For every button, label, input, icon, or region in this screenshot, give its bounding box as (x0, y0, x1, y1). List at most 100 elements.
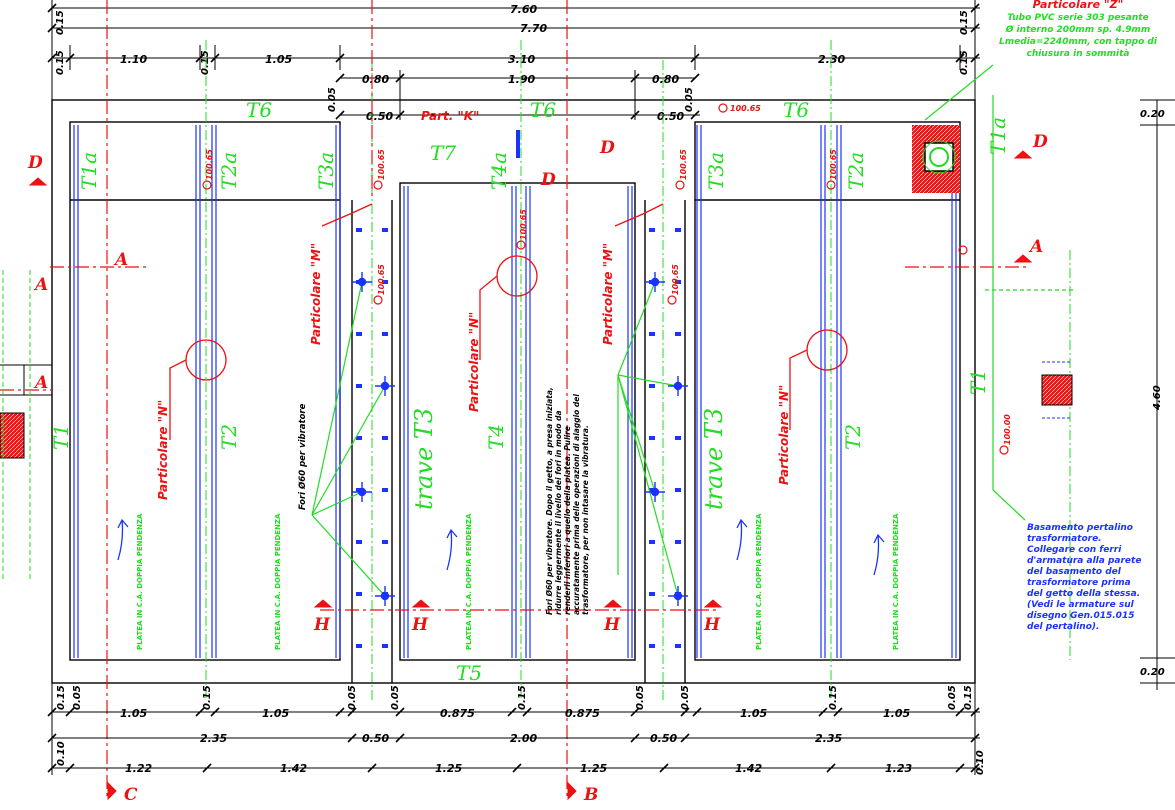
section-d-right: D (1032, 132, 1048, 152)
dim-overall-7-60: 7.60 (510, 3, 537, 16)
dim-top-2-30: 2.30 (818, 53, 845, 66)
level-3: 100.65 (519, 209, 528, 240)
bottom-dimension-lines (51, 683, 980, 775)
dim-bottom-0-50-b: 0.50 (650, 732, 677, 745)
beam-label-t2-left: T2 (217, 424, 241, 450)
beam-label-trave-t3-left: trave T3 (410, 408, 438, 510)
section-b-bottom: B (583, 785, 598, 805)
basamento-line-2: trasformatore. (1027, 534, 1102, 544)
section-h-3: H (603, 615, 621, 635)
section-markers (28, 150, 1033, 801)
dim-bottom-0-05-f: 0.05 (947, 685, 958, 710)
platea-note-2: PLATEA IN C.A. DOPPIA PENDENZA (274, 513, 282, 650)
dim-inner-0-80-right: 0.80 (652, 73, 679, 86)
dim-bottom-0-875-a: 0.875 (440, 707, 475, 720)
section-h-2: H (411, 615, 429, 635)
level-4: 100.65 (679, 149, 688, 180)
dim-bottom-0-10-a: 0.10 (56, 741, 67, 766)
section-a-left-mid: A (33, 275, 48, 295)
detail-label-m-right: Particolare "M" (601, 243, 615, 345)
dim-bottom-0-05-a: 0.05 (72, 685, 83, 710)
section-d-center: D (540, 170, 556, 190)
detail-label-k: Part. "K" (421, 109, 479, 123)
beam-label-t2-right: T2 (841, 424, 865, 450)
basamento-line-9: disegno Gen.015.015 (1027, 611, 1134, 621)
slope-arrows (117, 518, 885, 576)
dim-bottom-0-05-c: 0.05 (390, 685, 401, 710)
basamento-line-8: (Vedi le armature sul (1027, 600, 1135, 610)
section-lines (0, 0, 1030, 800)
basamento-line-4: d'armatura alla parete (1027, 556, 1141, 566)
slab-outline (51, 99, 976, 684)
dim-bottom-0-15-b: 0.15 (202, 685, 213, 710)
vibrator-crosshairs (352, 272, 688, 606)
beam-label-t2a-right: T2a (844, 152, 868, 190)
note-holes-center-wrap: Fori Ø60 per vibratore. Dopo il getto, a… (545, 387, 590, 615)
beam-label-t1-right: T1 (966, 369, 990, 395)
dim-bottom-0-15-d: 0.15 (828, 685, 839, 710)
detail-label-n-right: Particolare "N" (777, 385, 791, 485)
dim-bottom-1-42-b: 1.42 (735, 762, 762, 775)
beam-label-t4: T4 (484, 424, 508, 450)
detail-label-m-left: Particolare "M" (309, 243, 323, 345)
beam-label-t2a-left: T2a (217, 152, 241, 190)
beam-label-t4a: T4a (487, 152, 511, 190)
beam-label-t7: T7 (430, 141, 456, 165)
dim-bottom-0-15-c: 0.15 (517, 685, 528, 710)
dim-right-4-60: 4.60 (1152, 385, 1163, 411)
dim-bottom-1-42-a: 1.42 (280, 762, 307, 775)
dim-inner-1-90: 1.90 (508, 73, 535, 86)
dim-bottom-0-875-b: 0.875 (565, 707, 600, 720)
dim-bottom-2-35-b: 2.35 (815, 732, 842, 745)
level-markers (202, 103, 1009, 455)
top-dimension-ticks (47, 3, 980, 120)
section-h-1: H (313, 615, 331, 635)
dim-left-0-15-b: 0.15 (55, 10, 66, 35)
dim-bottom-1-23: 1.23 (885, 762, 912, 775)
right-dimension-line (1140, 99, 1175, 690)
beam-label-t1-left: T1 (49, 424, 73, 450)
dim-bottom-0-05-b: 0.05 (347, 685, 358, 710)
platea-note-4: PLATEA IN C.A. DOPPIA PENDENZA (755, 513, 763, 650)
beam-label-t1a-right: T1a (986, 117, 1010, 155)
basamento-line-1: Basamento pertalino (1027, 523, 1133, 533)
transformer-pad (1041, 361, 1073, 419)
beam-label-t3a-left: T3a (314, 152, 338, 190)
dim-bottom-0-05-e: 0.05 (680, 685, 691, 710)
section-h-4: H (703, 615, 721, 635)
dim-bottom-1-22: 1.22 (125, 762, 152, 775)
dim-bottom-0-50-a: 0.50 (362, 732, 389, 745)
platea-note-5: PLATEA IN C.A. DOPPIA PENDENZA (892, 513, 900, 650)
note-holes-center: Fori Ø60 per vibratore. Dopo il getto, a… (545, 387, 590, 615)
dim-bottom-0-05-d: 0.05 (635, 685, 646, 710)
beam-lines (73, 125, 957, 658)
vibrator-leaders (311, 64, 1075, 597)
level-5: 100.65 (829, 149, 838, 180)
dim-right-0-20-bottom: 0.20 (1140, 667, 1165, 678)
basamento-note: Basamento pertalino trasformatore. Colle… (1027, 523, 1141, 632)
detail-label-n-left: Particolare "N" (156, 400, 170, 500)
level-8: 100.65 (671, 264, 680, 295)
dim-bottom-1-25-b: 1.25 (580, 762, 607, 775)
section-d-left: D (27, 153, 43, 173)
section-a-left-top: A (113, 250, 128, 270)
dim-right-0-15-b: 0.15 (959, 10, 970, 35)
beam-label-t5: T5 (456, 661, 482, 685)
beam-label-t6-center: T6 (530, 98, 556, 122)
basamento-line-7: del getto della stessa. (1027, 589, 1140, 599)
particolare-z-line-1: Tubo PVC serie 303 pesante (1007, 13, 1148, 23)
basamento-line-10: del pertalino). (1027, 622, 1099, 632)
dim-inner-0-50-right: 0.50 (657, 110, 684, 123)
section-a-right: A (1028, 237, 1043, 257)
dim-top-1-10: 1.10 (120, 53, 147, 66)
particolare-z-title: Particolare "Z" (1033, 0, 1124, 11)
detail-z-box (912, 125, 960, 193)
bottom-dimension-ticks (47, 707, 980, 773)
note-holes-left: Fori Ø60 per vibratore (297, 403, 308, 510)
detail-label-n-center: Particolare "N" (467, 312, 481, 412)
particolare-z-line-3: Lmedia=2240mm, con tappo di (999, 37, 1158, 47)
section-c-bottom: C (124, 785, 138, 805)
dim-left-0-15-a: 0.15 (55, 50, 66, 75)
platea-note-3: PLATEA IN C.A. DOPPIA PENDENZA (465, 513, 473, 650)
level-9: 100.00 (1003, 414, 1012, 445)
